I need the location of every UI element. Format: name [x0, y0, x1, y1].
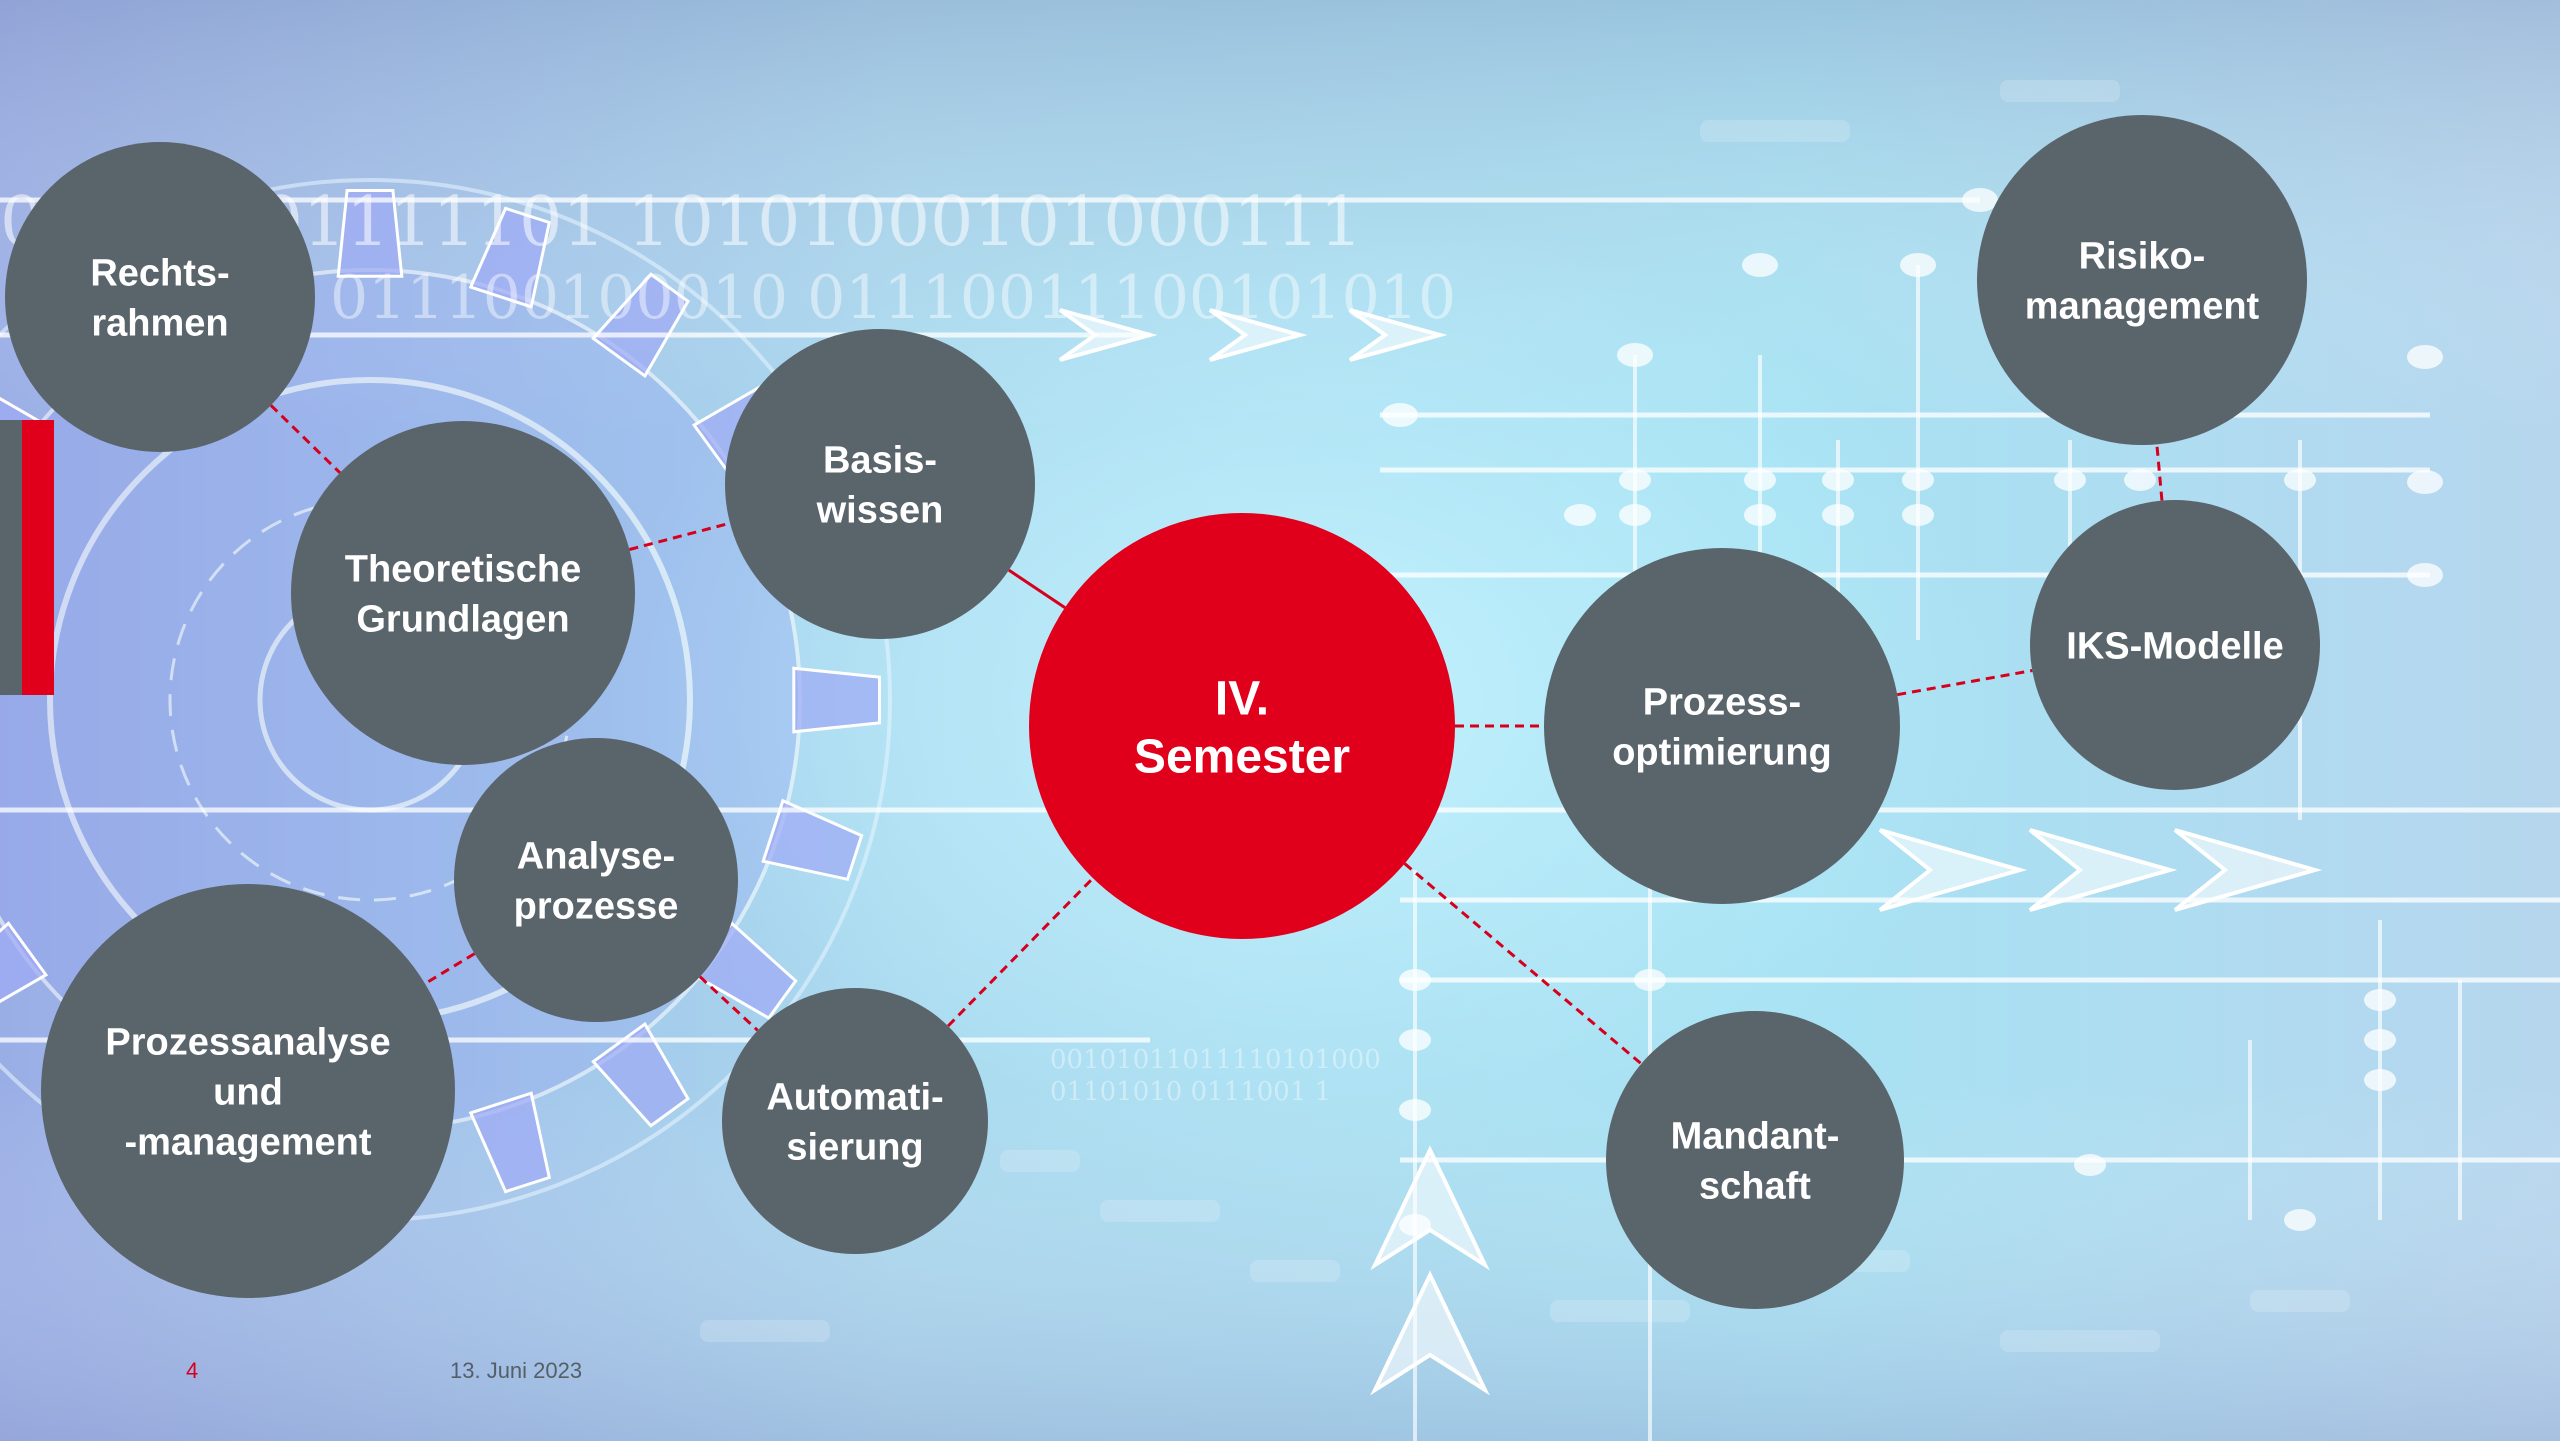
node-prozessanalyse: Prozessanalyse und -management — [41, 884, 455, 1298]
edge-analyseprozesse-automatisierung — [698, 975, 759, 1032]
binary-text: 01101010 0111001 1 — [1050, 1077, 1331, 1107]
node-label: management — [2025, 286, 2260, 328]
node-label: Mandant- — [1671, 1116, 1840, 1158]
node-label: rahmen — [91, 303, 228, 345]
node-basiswissen: Basis-wissen — [725, 329, 1035, 639]
node-label: sierung — [786, 1127, 923, 1169]
node-circle — [1606, 1011, 1904, 1309]
node-label: schaft — [1699, 1166, 1811, 1208]
node-circle — [1544, 548, 1900, 904]
node-label: -management — [124, 1122, 371, 1164]
node-circle — [291, 421, 635, 765]
edge-prozessoptimierung-iks — [1896, 669, 2033, 697]
node-circle — [1029, 513, 1455, 939]
edge-theoretische-basiswissen — [629, 521, 731, 551]
node-circle — [725, 329, 1035, 639]
node-label: Theoretische — [345, 549, 582, 591]
node-label: Analyse- — [517, 836, 675, 878]
edge-rechtsrahmen-theoretische — [269, 404, 342, 474]
node-circle — [454, 738, 738, 1022]
node-iks: IKS-Modelle — [2030, 500, 2320, 790]
accent-bar — [0, 420, 54, 695]
binary-text: 00101011011110101000 — [1050, 1045, 1381, 1075]
node-label: Automati- — [766, 1077, 943, 1119]
edge-analyseprozesse-prozessanalyse — [424, 952, 476, 985]
edge-automatisierung-semester — [947, 877, 1095, 1028]
node-label: Grundlagen — [356, 599, 569, 641]
node-circle — [1977, 115, 2307, 445]
node-analyseprozesse: Analyse-prozesse — [454, 738, 738, 1022]
slide-date: 13. Juni 2023 — [450, 1358, 583, 1383]
node-label: IKS-Modelle — [2066, 626, 2283, 668]
node-label: IV. — [1215, 672, 1269, 725]
node-automatisierung: Automati-sierung — [722, 988, 988, 1254]
gear-tooth — [591, 272, 690, 379]
node-circle — [41, 884, 455, 1298]
edge-semester-mandantschaft — [1403, 862, 1643, 1065]
gear-tooth — [761, 798, 864, 882]
node-label: Prozessanalyse — [105, 1022, 390, 1064]
gear-tooth — [0, 921, 49, 1004]
gear-tooth — [336, 189, 404, 278]
node-label: optimierung — [1612, 732, 1832, 774]
node-label: Risiko- — [2079, 236, 2206, 278]
node-label: Prozess- — [1643, 682, 1801, 724]
gear-tooth — [591, 1021, 690, 1128]
node-label: wissen — [816, 490, 944, 532]
page-number: 4 — [186, 1358, 199, 1383]
node-label: prozesse — [514, 886, 679, 928]
node-semester: IV.Semester — [1029, 513, 1455, 939]
node-rechtsrahmen: Rechts-rahmen — [5, 142, 315, 452]
node-label: Basis- — [823, 440, 937, 482]
node-label: Semester — [1134, 730, 1350, 783]
edge-basiswissen-semester — [1008, 568, 1066, 609]
gear-tooth — [468, 206, 552, 309]
node-label: Rechts- — [90, 253, 229, 295]
edge-iks-risiko — [2155, 444, 2164, 501]
gear-tooth — [792, 666, 881, 734]
node-mandantschaft: Mandant-schaft — [1606, 1011, 1904, 1309]
node-circle — [722, 988, 988, 1254]
node-circle — [5, 142, 315, 452]
node-circle — [2030, 500, 2320, 790]
node-risiko: Risiko-management — [1977, 115, 2307, 445]
node-label: und — [213, 1072, 283, 1114]
gear-tooth — [468, 1091, 552, 1194]
binary-text: 011100100010 01110011100101010 — [330, 263, 1456, 333]
node-prozessoptimierung: Prozess-optimierung — [1544, 548, 1900, 904]
